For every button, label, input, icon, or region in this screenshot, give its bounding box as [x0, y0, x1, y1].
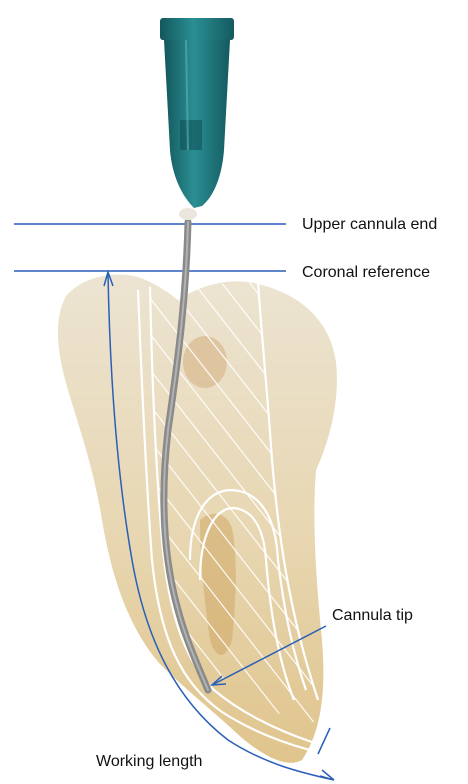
- cannula-tip-label: Cannula tip: [332, 607, 413, 624]
- coronal-reference-label: Coronal reference: [302, 264, 430, 281]
- working-length-label: Working length: [96, 753, 202, 770]
- upper-cannula-end-label: Upper cannula end: [302, 216, 437, 233]
- cannula-hub: [160, 18, 234, 220]
